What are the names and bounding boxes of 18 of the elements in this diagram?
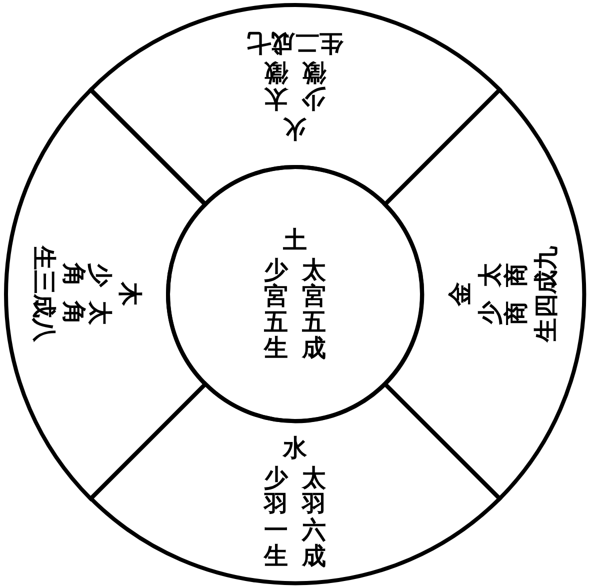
- element-character: 土: [283, 227, 307, 253]
- tone-label: 少羽一生: [264, 464, 288, 569]
- element-character: 水: [282, 434, 307, 461]
- element-character: 木: [117, 282, 143, 306]
- element-character: 金: [446, 282, 473, 306]
- tone-label: 少徵: [302, 60, 326, 112]
- tone-label: 少宮五生: [264, 257, 288, 361]
- element-character: 火: [282, 116, 307, 142]
- tone-label: 太徵: [264, 60, 288, 112]
- tone-label: 太角: [61, 300, 113, 325]
- tone-label: 太商: [476, 262, 529, 287]
- tone-label: 少商: [476, 300, 529, 325]
- number-label: 生二成七: [246, 30, 343, 56]
- number-label: 生三成八: [31, 246, 57, 342]
- tone-label: 太羽六成: [302, 464, 326, 569]
- tone-label: 太宮五成: [302, 257, 326, 361]
- tone-label: 少角: [61, 262, 113, 287]
- number-label: 生四成九: [532, 246, 559, 342]
